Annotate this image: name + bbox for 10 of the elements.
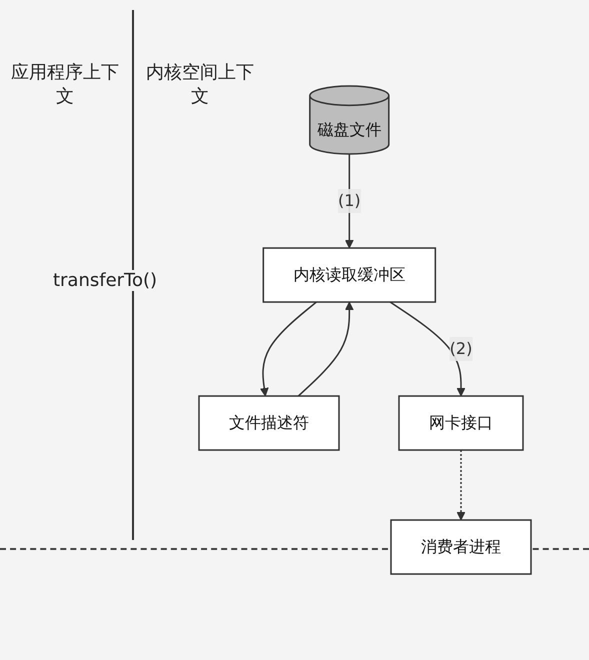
node-box: 消费者进程	[390, 519, 532, 575]
arrow	[260, 301, 317, 396]
node-box: 内核读取缓冲区	[262, 247, 436, 303]
edge-label: (1)	[338, 191, 361, 210]
node-box: 网卡接口	[398, 395, 524, 451]
arrow	[390, 301, 466, 396]
arrow	[298, 302, 354, 397]
edge-label: (2)	[450, 339, 472, 358]
arrow	[456, 450, 466, 520]
node-box: 文件描述符	[198, 395, 340, 451]
